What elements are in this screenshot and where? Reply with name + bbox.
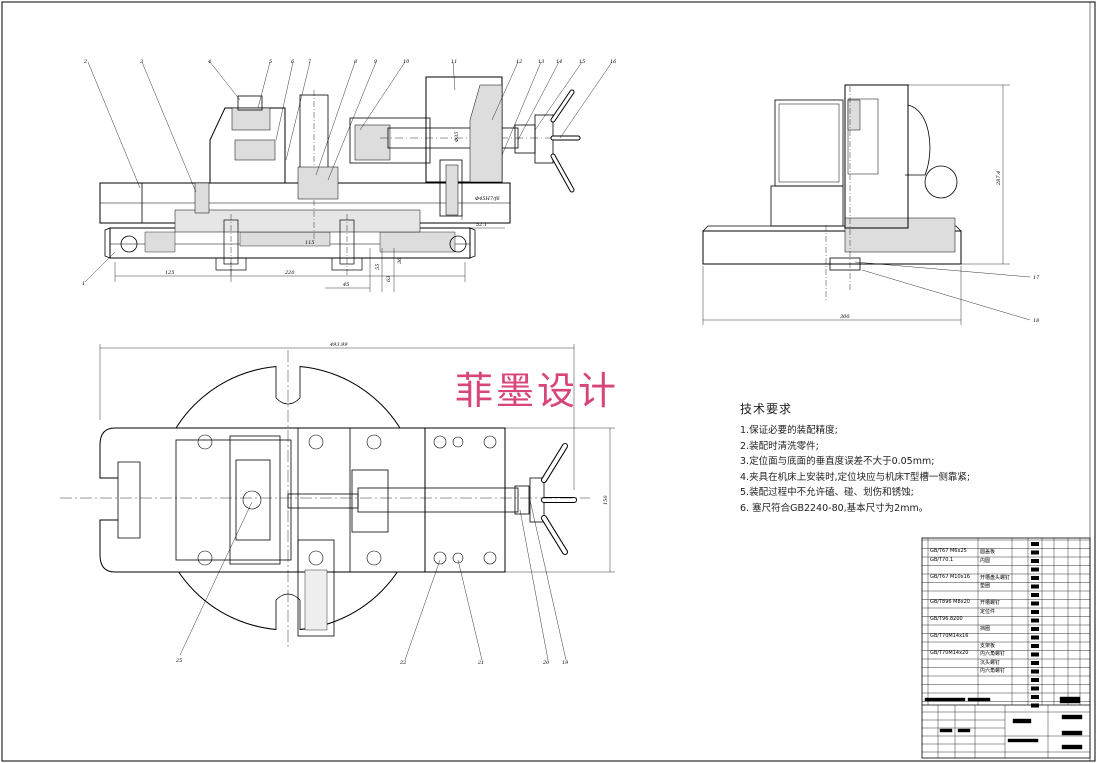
part-label: 2 — [83, 59, 87, 65]
bom-redacted-mark — [1031, 601, 1039, 606]
bom-code: GB/T70M14x16 — [930, 633, 969, 639]
bom-redacted-mark — [1031, 610, 1039, 614]
bom-redacted-mark — [1031, 695, 1039, 699]
bom-redacted-mark — [1031, 584, 1039, 589]
title-block — [922, 696, 1090, 758]
part-label: 8 — [354, 59, 357, 65]
bom-redacted-mark — [1031, 686, 1039, 691]
part-label: 7 — [308, 59, 312, 65]
bom-part-name: 内六角螺钉 — [980, 651, 1006, 657]
bom-redacted-mark — [1031, 593, 1039, 597]
part-label: 19 — [562, 660, 569, 666]
dimension-label: 55 — [375, 264, 381, 270]
part-label: 11 — [451, 59, 457, 65]
dimension-label: Φ35 — [454, 132, 460, 142]
part-label: 9 — [374, 59, 378, 65]
bom-redacted-mark — [1031, 567, 1039, 572]
part-label: 18 — [1033, 318, 1039, 324]
bom-part-name: 沉头螺钉 — [980, 659, 1001, 666]
front-view — [84, 61, 613, 292]
part-label: 5 — [269, 59, 272, 65]
bom-part-name: 支架板 — [980, 642, 996, 649]
part-label: 25 — [175, 658, 182, 664]
part-label: 13 — [538, 59, 544, 65]
bom-part-name: 圆盖板 — [980, 549, 996, 555]
bom-redacted-mark — [1031, 652, 1039, 657]
bom-part-name: 内六角螺钉 — [980, 668, 1006, 674]
tech-requirement-item: 5.装配过程中不允许磕、碰、划伤和锈蚀; — [740, 487, 914, 498]
dimension-label: 150 — [603, 495, 609, 505]
bom-redacted-mark — [1031, 618, 1039, 623]
dimension-label: 36 — [397, 257, 403, 264]
side-view — [702, 84, 1031, 325]
bom-table — [921, 537, 1091, 759]
part-label: 22 — [399, 660, 406, 666]
part-label: 20 — [542, 660, 550, 666]
part-label: 1 — [82, 281, 85, 287]
tech-requirement-item: 6. 塞尺符合GB2240-80,基本尺寸为2mm。 — [740, 502, 929, 514]
bom-code: GB/T67 M6x25 — [930, 548, 967, 554]
dimension-label: 300 — [840, 314, 850, 320]
bom-code: GB/T896 M8x20 — [930, 599, 970, 605]
part-label: 10 — [403, 59, 410, 65]
bom-part-name: 内圆 — [980, 557, 991, 564]
tech-requirement-item: 3.定位面与底面的垂直度误差不大于0.05mm; — [740, 456, 935, 467]
bom-code: GB/T96.8200 — [930, 616, 963, 622]
top-view — [60, 344, 615, 661]
side-view-labels: 300 287.4 17 18 — [840, 171, 1040, 324]
bom-part-name: 开槽螺钉 — [980, 600, 1001, 606]
part-label: 17 — [1033, 275, 1040, 281]
dimension-label: 63 — [386, 276, 392, 282]
bom-redacted-mark — [1031, 661, 1039, 665]
tech-requirement-item: 4.夹具在机床上安装时,定位块应与机床T型槽一侧靠紧; — [740, 471, 971, 483]
dimension-label: 115 — [305, 240, 315, 246]
tech-requirement-item: 1.保证必要的装配精度; — [740, 425, 838, 436]
bom-redacted-mark — [1031, 644, 1039, 648]
bom-redacted-mark — [1031, 635, 1039, 640]
bom-part-name: 垫圈 — [980, 583, 991, 589]
bom-redacted-mark — [1031, 627, 1039, 631]
watermark: 菲墨设计 — [455, 369, 620, 413]
bom-redacted-mark — [1031, 669, 1039, 674]
part-label: 4 — [207, 59, 211, 65]
tech-requirements-title: 技术要求 — [740, 402, 793, 416]
bom-code: GB/T67 M10x16 — [930, 573, 970, 580]
part-label: 15 — [579, 59, 585, 65]
bom-part-name: 定位件 — [980, 608, 996, 615]
dimension-label: 287.4 — [996, 171, 1002, 186]
dimension-label: 52.1 — [476, 222, 487, 228]
bom-part-name: 开槽盘头螺钉 — [980, 574, 1011, 581]
part-label: 21 — [477, 660, 484, 666]
part-label: 16 — [610, 59, 617, 65]
technical-requirements: 技术要求 1.保证必要的装配精度; 2.装配时清洗零件; 3.定位面与底面的垂直… — [740, 400, 1040, 516]
dimension-label: 220 — [284, 270, 295, 276]
bom-redacted-mark — [1031, 559, 1039, 563]
bom-redacted-mark — [1031, 703, 1039, 708]
dimension-label: Φ45H7/f6 — [475, 196, 501, 202]
part-label: 3 — [140, 59, 143, 65]
part-label: 14 — [556, 59, 562, 65]
bom-redacted-mark — [1031, 576, 1039, 580]
bom-code: GB/T70.1 — [930, 556, 954, 563]
top-view-labels: 493.99 150 25 22 21 20 19 — [175, 342, 609, 666]
bom-redacted-mark — [1031, 550, 1039, 555]
bom-part-name: 挡圈 — [980, 625, 991, 632]
bom-code: GB/T70M14x20 — [930, 650, 969, 656]
dimension-label: 125 — [165, 270, 175, 276]
bom-redacted-mark — [1031, 678, 1039, 682]
part-label: 6 — [291, 59, 295, 65]
part-label: 12 — [516, 59, 522, 65]
tech-requirement-item: 2.装配时清洗零件; — [740, 440, 819, 452]
bom-redacted-mark — [1031, 542, 1039, 546]
dimension-label: 493.99 — [329, 342, 348, 348]
front-view-part-labels: 2 3 4 5 6 7 8 9 10 11 12 13 14 15 16 1 1… — [82, 59, 617, 288]
dimension-label: 45 — [342, 282, 349, 288]
